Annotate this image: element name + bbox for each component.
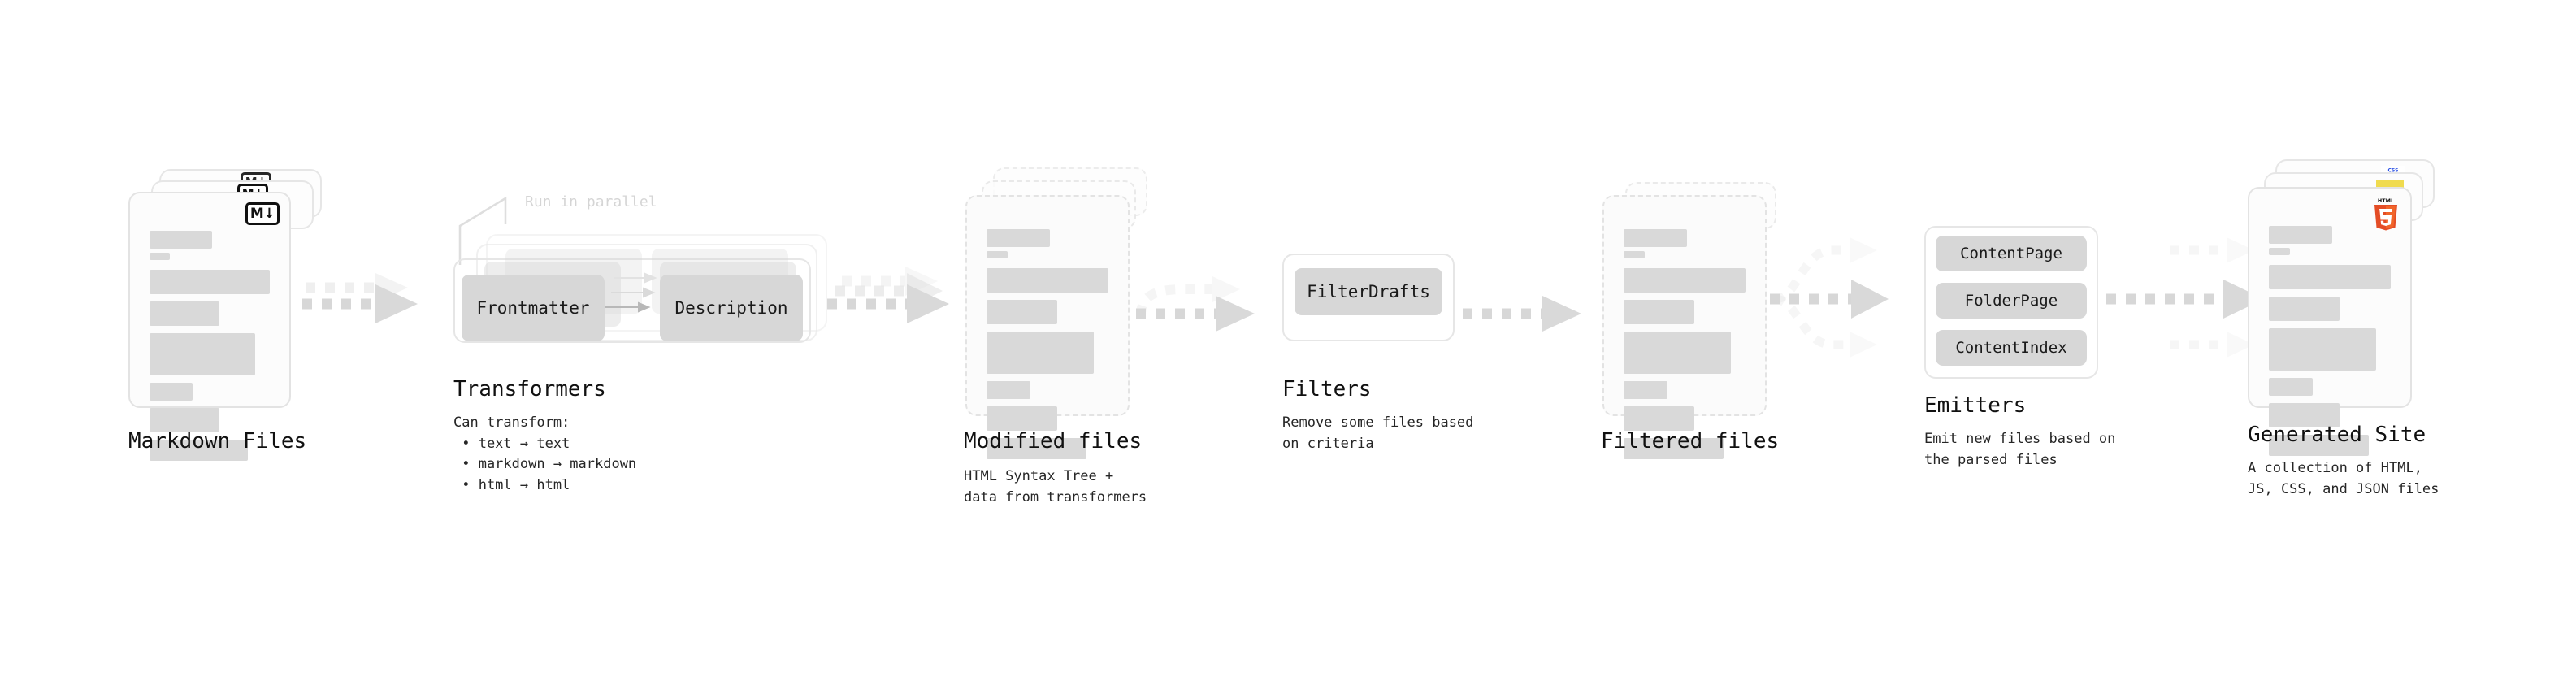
stage-title-modified-files: Modified files — [964, 429, 1143, 453]
content-line — [150, 231, 212, 249]
connector-dash — [1774, 245, 1851, 304]
content-line — [1624, 406, 1694, 431]
content-line — [987, 381, 1030, 399]
content-line — [1624, 438, 1724, 459]
connector-dash — [1774, 294, 1851, 349]
emitter-pill-folderpage[interactable]: FolderPage — [1936, 283, 2087, 319]
content-line — [2269, 248, 2290, 255]
stage-title-transformers: Transformers — [453, 377, 606, 401]
content-line — [2269, 226, 2332, 244]
content-line — [987, 438, 1086, 459]
modified-file-card — [965, 195, 1130, 459]
arrow-head — [1850, 332, 1877, 358]
arrow-head — [2223, 280, 2264, 319]
content-line — [1624, 300, 1694, 324]
arrow-head — [907, 284, 949, 323]
generated-site-card: HTML — [2248, 187, 2412, 456]
svg-text:CSS: CSS — [2388, 168, 2399, 174]
connector-markdown-to-transformers — [302, 273, 418, 323]
content-line — [150, 440, 249, 461]
arrow-head — [1850, 237, 1877, 263]
inner-arrow-head — [638, 301, 651, 313]
emitter-pill-contentpage[interactable]: ContentPage — [1936, 236, 2087, 271]
svg-text:HTML: HTML — [2378, 197, 2394, 204]
content-line — [987, 300, 1057, 324]
markdown-icon: M↓ — [245, 202, 280, 225]
content-line — [1624, 251, 1645, 258]
content-line — [1624, 332, 1731, 374]
inner-arrow-head — [644, 272, 657, 284]
transformer-pill-frontmatter[interactable]: Frontmatter — [462, 275, 605, 341]
content-line — [150, 253, 171, 260]
arrow-head — [2227, 332, 2254, 358]
stage-title-filtered-files: Filtered files — [1601, 429, 1780, 453]
transformer-group-box — [453, 258, 811, 343]
filtered-file-card — [1602, 195, 1767, 459]
arrow-head — [1851, 280, 1889, 319]
content-line — [987, 251, 1008, 258]
connector-filtered-to-emitters — [1770, 237, 1889, 358]
arrow-head — [1542, 296, 1581, 332]
transformer-pill-description[interactable]: Description — [660, 275, 803, 341]
arrow-head — [2227, 237, 2254, 263]
emitter-pill-contentindex[interactable]: ContentIndex — [1936, 330, 2087, 366]
markdown-card-content — [150, 231, 270, 468]
content-line — [2269, 265, 2391, 289]
inner-arrow-head — [643, 287, 656, 298]
stage-title-markdown-files: Markdown Files — [128, 429, 307, 453]
arrow-head — [375, 284, 418, 323]
connector-emitters-to-site — [2106, 237, 2264, 358]
content-line — [2269, 435, 2369, 456]
content-line — [987, 332, 1094, 374]
site-card-content — [2269, 226, 2391, 463]
stage-subtitle-modified-files: HTML Syntax Tree + data from transformer… — [964, 468, 1147, 505]
content-line — [2269, 403, 2340, 427]
filters-group-box — [1282, 254, 1455, 341]
content-line — [987, 268, 1108, 293]
content-line — [1624, 268, 1746, 293]
bracket-path — [458, 196, 507, 265]
stage-subtitle-filters: Remove some files based on criteria — [1282, 414, 1474, 452]
content-line — [2269, 297, 2340, 321]
content-line — [1624, 229, 1687, 247]
stage-subtitle-transformers: Can transform: • text → text • markdown … — [453, 414, 637, 493]
arrow-head — [1212, 276, 1240, 302]
connector-dash — [1136, 284, 1214, 316]
content-line — [2269, 378, 2313, 396]
connector-filters-to-filtered — [1463, 296, 1581, 332]
content-line — [987, 406, 1057, 431]
markdown-file-card: M↓ — [128, 192, 291, 461]
arrow-head — [1216, 296, 1255, 332]
content-line — [150, 333, 256, 375]
stage-title-generated-site: Generated Site — [2248, 423, 2426, 447]
content-line — [150, 408, 219, 432]
filter-pill-filterdrafts[interactable]: FilterDrafts — [1295, 268, 1442, 315]
run-in-parallel-label: Run in parallel — [525, 193, 657, 210]
html5-icon: HTML — [2374, 197, 2397, 231]
content-line — [150, 383, 193, 401]
modified-card-content — [987, 229, 1108, 466]
content-line — [150, 270, 270, 294]
run-in-parallel-bracket — [458, 196, 507, 265]
connector-modified-to-filters — [1136, 276, 1255, 332]
content-line — [2269, 328, 2376, 371]
content-line — [150, 301, 219, 326]
content-line — [1624, 381, 1667, 399]
stage-title-emitters: Emitters — [1924, 393, 2027, 418]
stage-title-filters: Filters — [1282, 377, 1372, 401]
transformer-inner-arrows — [605, 272, 657, 313]
connector-transformers-to-modified — [827, 267, 949, 323]
content-line — [987, 229, 1050, 247]
emitters-group-box — [1924, 226, 2098, 379]
stage-subtitle-emitters: Emit new files based on the parsed files — [1924, 431, 2116, 468]
stage-subtitle-generated-site: A collection of HTML, JS, CSS, and JSON … — [2248, 460, 2439, 497]
filtered-card-content — [1624, 229, 1746, 466]
